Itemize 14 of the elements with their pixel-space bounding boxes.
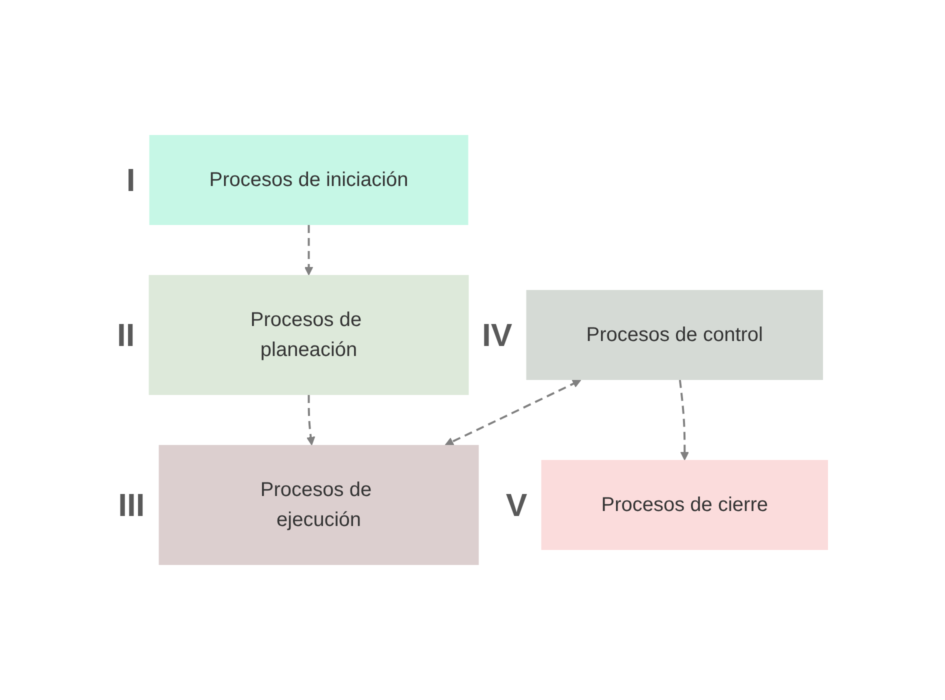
node-box: Procesos de cierre	[541, 460, 828, 550]
arrow	[304, 225, 314, 276]
roman-numeral: III	[118, 487, 145, 523]
roman-numeral: II	[117, 317, 135, 353]
roman-numeral: IV	[482, 317, 512, 353]
arrow	[444, 380, 582, 446]
arrow	[306, 395, 316, 446]
roman-numeral: I	[126, 162, 136, 198]
node-box: Procesos de control	[526, 290, 823, 380]
node-box: Procesos de iniciación	[149, 135, 468, 225]
node-box: Procesos de ejecución	[158, 445, 479, 565]
node-box: Procesos de planeación	[148, 275, 469, 395]
arrow	[678, 380, 690, 460]
roman-numeral: V	[506, 487, 528, 523]
